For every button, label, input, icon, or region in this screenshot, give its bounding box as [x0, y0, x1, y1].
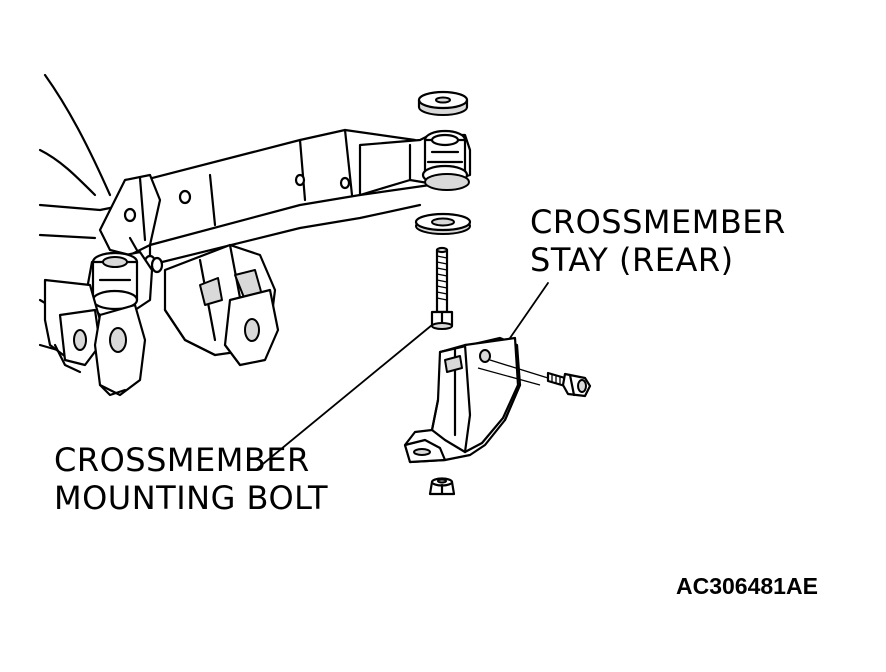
crossmember-mounting-bolt [430, 246, 454, 330]
label-bolt-line1: CROSSMEMBER [54, 441, 310, 479]
stay-bolt [546, 371, 592, 398]
label-stay-line2: STAY (REAR) [530, 241, 734, 279]
lower-washer [414, 212, 472, 235]
bottom-nut [428, 477, 456, 496]
label-stay-line1: CROSSMEMBER [530, 203, 786, 241]
crossmember-stay-rear [403, 336, 522, 464]
alignment-lines [257, 282, 549, 469]
label-crossmember-mounting-bolt: CROSSMEMBER MOUNTING BOLT [54, 441, 328, 517]
figure-code: AC306481AE [676, 573, 818, 599]
upper-washer [417, 90, 469, 116]
label-crossmember-stay-rear: CROSSMEMBER STAY (REAR) [530, 203, 786, 279]
crossmember-assembly [38, 73, 472, 397]
label-bolt-line2: MOUNTING BOLT [54, 479, 329, 517]
